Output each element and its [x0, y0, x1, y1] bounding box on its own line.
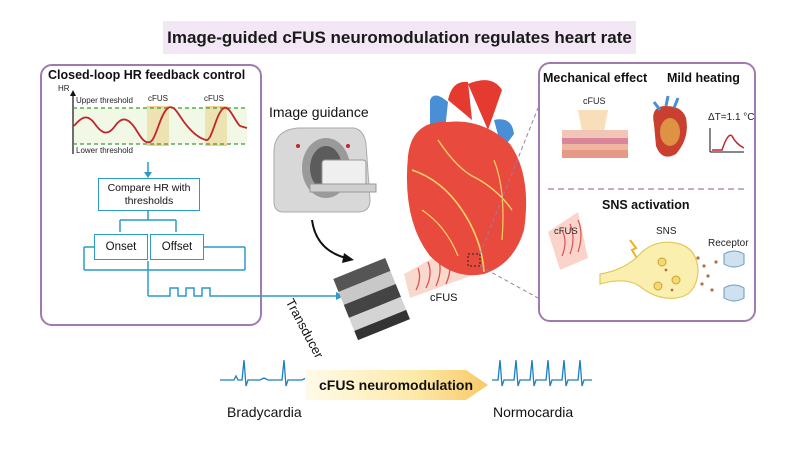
thermal-heart-icon: [652, 95, 687, 157]
lightning-icon: [629, 239, 639, 261]
center-graphics: [262, 80, 538, 341]
guidance-arrowhead: [342, 253, 354, 263]
temperature-curve-icon: [709, 128, 745, 153]
receptor-icon-1: [723, 250, 745, 268]
cfus-sns-label: cFUS: [554, 226, 578, 237]
page-title: Image-guided cFUS neuromodulation regula…: [163, 21, 636, 54]
closed-loop-title: Closed-loop HR feedback control: [48, 68, 246, 82]
flow-arrow-1: [144, 172, 152, 178]
zoom-line-bottom: [479, 265, 538, 299]
offset-text: Offset: [161, 240, 193, 253]
bradycardia-ecg: [220, 359, 320, 387]
onset-box: Onset: [94, 234, 148, 260]
sns-activation-title: SNS activation: [602, 198, 690, 212]
heart-icon: [406, 80, 527, 276]
compare-hr-box: Compare HR with thresholds: [98, 178, 200, 211]
title-text: Image-guided cFUS neuromodulation regula…: [167, 27, 632, 47]
neuromodulation-arrow: cFUS neuromodulation: [305, 370, 488, 400]
bradycardia-label: Bradycardia: [227, 404, 302, 420]
cfus-label-1: cFUS: [148, 94, 168, 103]
mild-heating-title: Mild heating: [667, 71, 740, 85]
mechanism-panel: [538, 62, 756, 322]
nerve-terminal-icon: [599, 241, 699, 299]
neurotransmitter-dots: [664, 256, 718, 292]
hr-axis-arrow: [70, 90, 76, 96]
pulse-train: [148, 287, 262, 297]
normocardia-ecg: [492, 359, 592, 387]
cfus-waves-sns: [561, 219, 582, 257]
cfus-beam-sns: [548, 212, 588, 270]
onset-text: Onset: [105, 240, 137, 253]
tissue-icon: [562, 110, 628, 158]
offset-box: Offset: [150, 234, 204, 260]
signal-arrowhead: [336, 292, 344, 300]
receptor-icon-2: [723, 284, 745, 302]
normocardia-label: Normocardia: [493, 404, 574, 420]
imaging-scanner-icon: [273, 127, 377, 213]
neuromodulation-label: cFUS neuromodulation: [319, 377, 473, 393]
upper-threshold-label: Upper threshold: [76, 96, 133, 105]
compare-hr-text: Compare HR with thresholds: [107, 181, 191, 207]
image-guidance-label: Image guidance: [269, 104, 369, 120]
zoom-line-top: [479, 107, 538, 255]
cfus-center-label: cFUS: [430, 292, 458, 304]
cfus-waves: [415, 253, 451, 291]
guidance-arrow: [311, 219, 347, 259]
mechanism-graphics: [548, 95, 746, 302]
hr-axis-label: HR: [58, 84, 70, 93]
normal-region: [73, 108, 247, 144]
delta-t-label: ΔT=1.1 °C: [708, 112, 755, 123]
receptor-label: Receptor: [708, 238, 749, 249]
transducer-icon: [333, 257, 410, 341]
cfus-mech-label: cFUS: [583, 96, 606, 106]
hr-trace: [73, 106, 248, 144]
lower-threshold-label: Lower threshold: [76, 146, 133, 155]
closed-loop-graphics: [70, 90, 262, 297]
cfus-label-2: cFUS: [204, 94, 224, 103]
mechanical-effect-title: Mechanical effect: [543, 71, 648, 85]
sns-label: SNS: [656, 226, 677, 237]
